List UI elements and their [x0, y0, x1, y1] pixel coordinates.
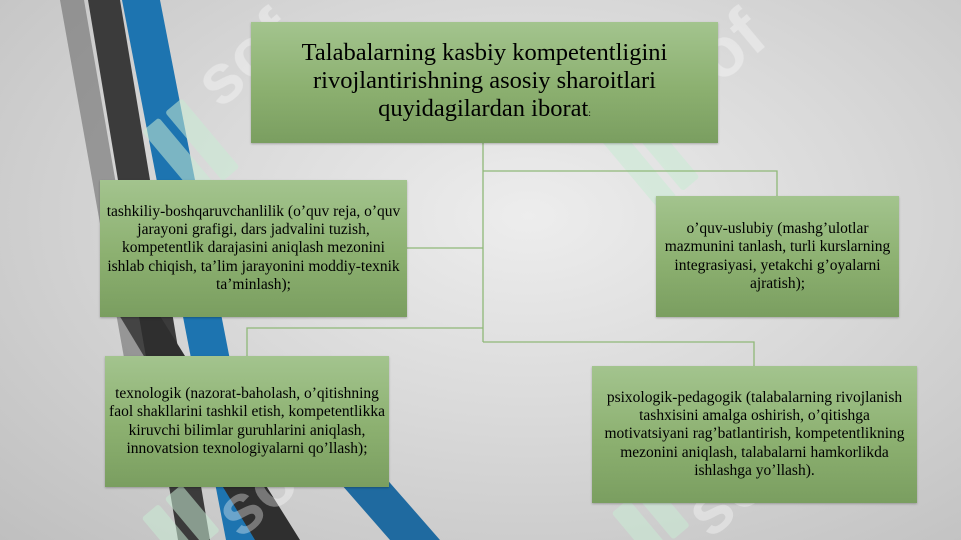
watermark-logo-mark [143, 118, 216, 200]
box-technological-text: texnologik (nazorat-baholash, o’qitishni… [109, 384, 385, 457]
box-organizational: tashkiliy-boshqaruvchanlilik (o’quv reja… [100, 180, 407, 317]
title-line-3: quyidagilardan iborat: [302, 95, 668, 127]
watermark-logo-mark [612, 500, 666, 540]
title-line-3-text: quyidagilardan iborat [378, 94, 589, 122]
watermark-logo-mark [165, 485, 219, 540]
title-colon: : [588, 107, 591, 118]
watermark-logo-mark [603, 128, 676, 210]
watermark-logo-mark [142, 505, 196, 540]
box-methodological-text: o’quv-uslubiy (mashg’ulotlar mazmunini t… [664, 219, 891, 292]
title-box: Talabalarning kasbiy kompetentligini riv… [251, 22, 718, 143]
box-psychological-pedagogical: psixologik-pedagogik (talabalarning rivo… [592, 366, 917, 503]
box-psychological-pedagogical-text: psixologik-pedagogik (talabalarning rivo… [604, 388, 905, 479]
box-methodological: o’quv-uslubiy (mashg’ulotlar mazmunini t… [656, 196, 899, 317]
watermark-logo-mark [166, 99, 239, 181]
connector-right-bottom [483, 341, 755, 366]
title-line-1: Talabalarning kasbiy kompetentligini [301, 38, 668, 66]
box-technological: texnologik (nazorat-baholash, o’qitishni… [105, 356, 389, 487]
title-line-2: rivojlantirishning asosiy sharoitlari [313, 66, 656, 94]
connector-right-top [483, 170, 778, 196]
title-text: Talabalarning kasbiy kompetentligini riv… [302, 39, 668, 127]
connector-left-bottom [246, 327, 483, 356]
box-organizational-text: tashkiliy-boshqaruvchanlilik (o’quv reja… [106, 202, 401, 293]
